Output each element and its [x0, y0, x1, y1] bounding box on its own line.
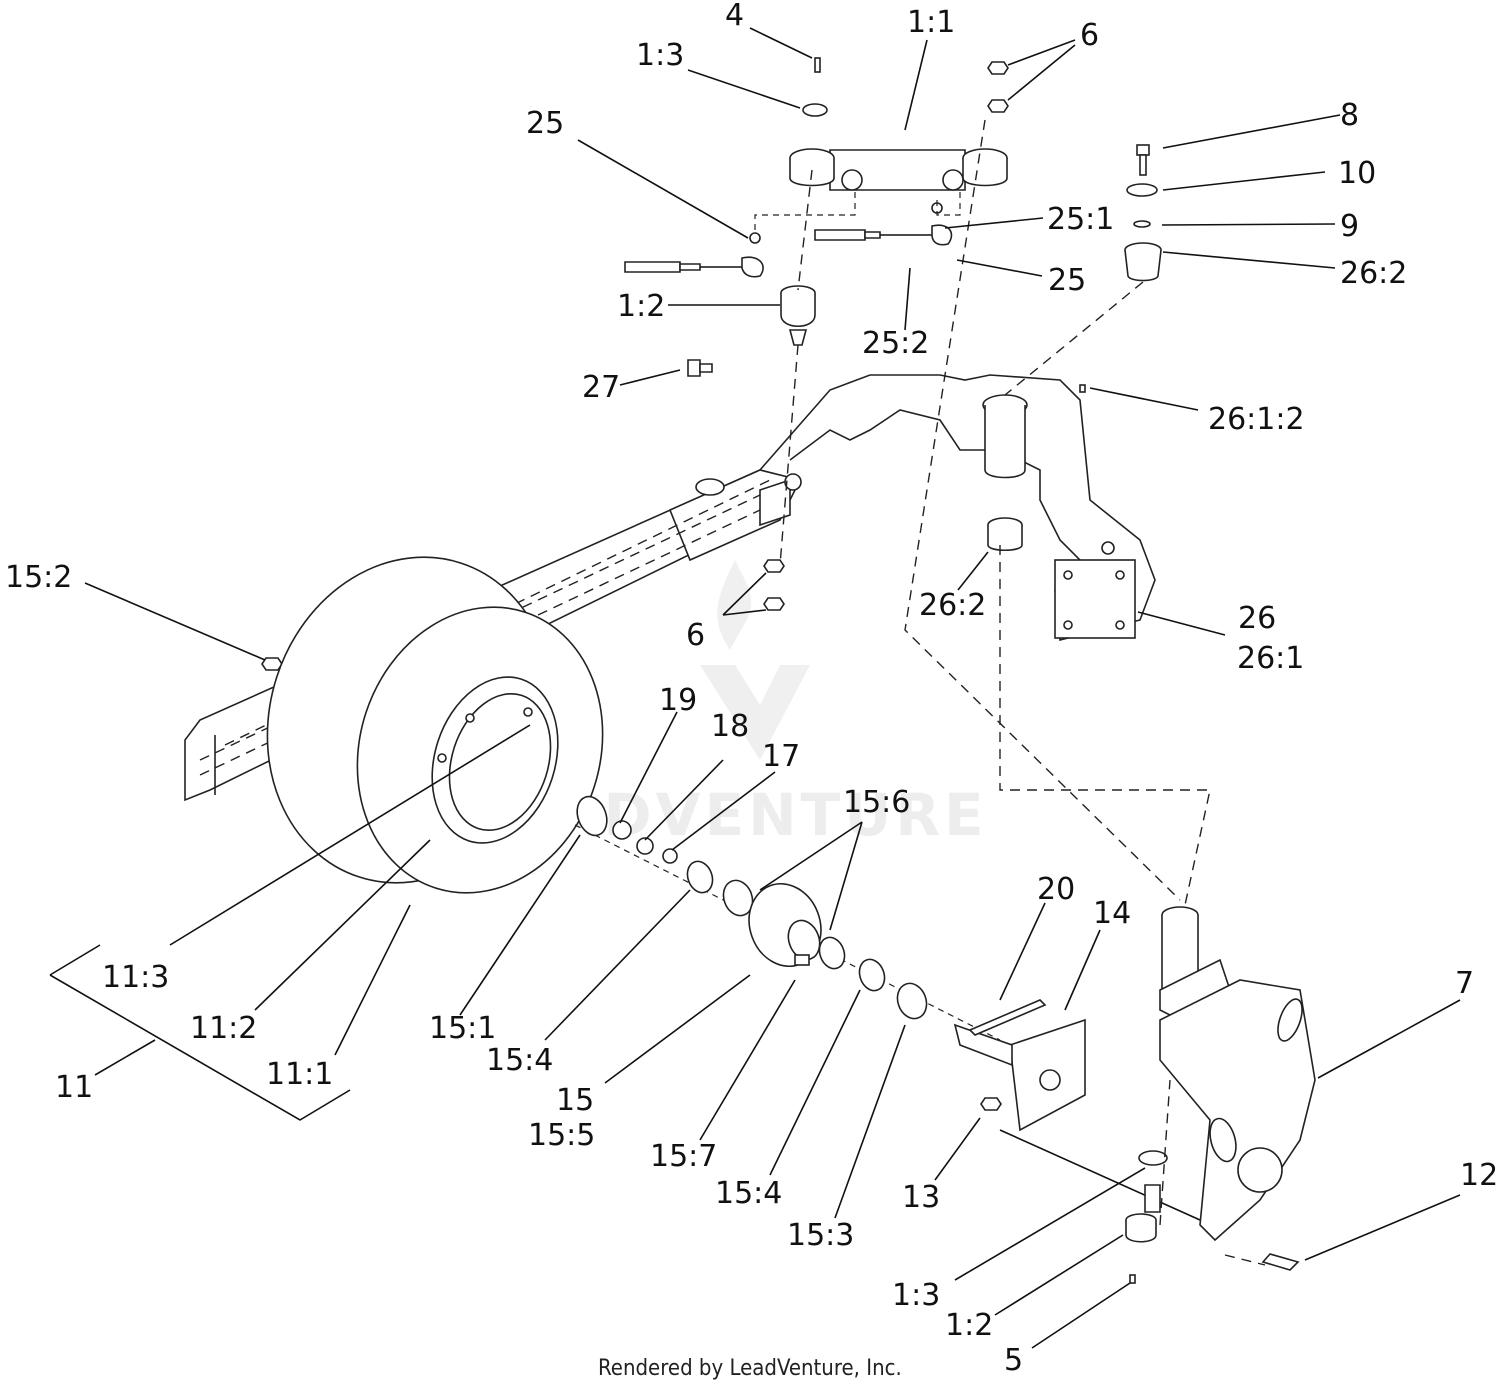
callout-label: 6	[686, 618, 705, 653]
leader-lines	[49, 27, 1461, 1349]
callout-label: 10	[1338, 156, 1376, 191]
callout-label: 1:2	[617, 289, 665, 324]
callout-label: 25:2	[862, 326, 929, 361]
callout-label: 11:2	[190, 1011, 257, 1046]
callout-label: 11:1	[266, 1057, 333, 1092]
callout-label: 6	[1080, 18, 1099, 53]
callout-label: 26:2	[919, 588, 986, 623]
callout-label: 11	[55, 1070, 93, 1105]
callout-label: 19	[659, 683, 697, 718]
callout-label: 1:1	[907, 5, 955, 40]
callout-label: 7	[1455, 966, 1474, 1001]
callout-label: 26	[1238, 601, 1276, 636]
callout-label: 15:5	[528, 1118, 595, 1153]
callout-label: 25	[526, 106, 564, 141]
callout-label: 12	[1460, 1158, 1498, 1193]
callout-label: 26:1	[1237, 641, 1304, 676]
hub-assembly	[574, 795, 1001, 1041]
bushing-stack	[1124, 144, 1162, 282]
callout-label: 15:1	[429, 1011, 496, 1046]
callout-label: 13	[902, 1180, 940, 1215]
spindle	[953, 999, 1201, 1221]
callout-label: 8	[1340, 98, 1359, 133]
callout-label: 17	[762, 739, 800, 774]
callout-label: 15	[556, 1083, 594, 1118]
callout-label: 1:3	[636, 38, 684, 73]
callout-label: 26:2	[1340, 256, 1407, 291]
callout-label: 15:7	[650, 1139, 717, 1174]
callout-labels: 4 1:1 1:3 6 25 8 10 25:1 9 26:2 25 1:2 2…	[5, 0, 1498, 1378]
callout-label: 15:3	[787, 1218, 854, 1253]
callout-label: 1:2	[945, 1308, 993, 1343]
callout-label: 1:3	[892, 1278, 940, 1313]
sensor-assemblies	[624, 192, 961, 278]
callout-label: 9	[1340, 209, 1359, 244]
callout-label: 25	[1048, 263, 1086, 298]
ball-joint-upper	[780, 285, 816, 346]
wheel-assembly	[266, 556, 604, 894]
callout-label: 14	[1093, 896, 1131, 931]
callout-label: 15:2	[5, 560, 72, 595]
callout-label: 5	[1004, 1343, 1023, 1378]
callout-label: 15:4	[486, 1043, 553, 1078]
callout-label: 20	[1037, 872, 1075, 907]
callout-label: 26:1:2	[1208, 402, 1305, 437]
footer-credit: Rendered by LeadVenture, Inc.	[598, 1356, 902, 1381]
callout-label: 4	[725, 0, 744, 33]
caster-fork	[1159, 906, 1316, 1271]
callout-label: 18	[711, 709, 749, 744]
assembly-dash-lines	[779, 119, 1266, 1266]
steering-block	[789, 57, 1009, 191]
callout-label: 15:4	[715, 1176, 782, 1211]
callout-label: 25:1	[1047, 202, 1114, 237]
callout-label: 15:6	[843, 785, 910, 820]
callout-label: 11:3	[102, 960, 169, 995]
ball-joint-lower	[1125, 1150, 1168, 1284]
callout-label: 27	[582, 370, 620, 405]
